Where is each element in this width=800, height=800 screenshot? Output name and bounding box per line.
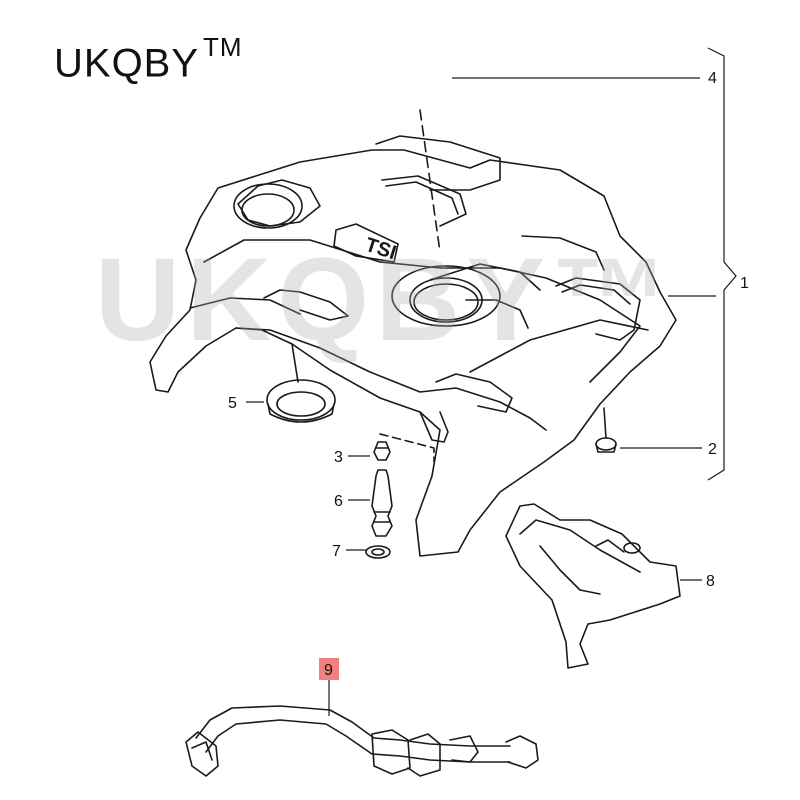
callout-9: 9 xyxy=(324,662,333,679)
callout-4: 4 xyxy=(708,70,717,87)
breather-hose xyxy=(185,705,539,777)
leader-line-4-dashed xyxy=(419,109,441,253)
callout-1: 1 xyxy=(740,275,749,292)
grommet-ring xyxy=(266,379,336,423)
washer-7 xyxy=(365,545,391,559)
highlight-box-9 xyxy=(319,658,339,680)
callout-7: 7 xyxy=(332,543,341,560)
tsi-emblem-text: TSI xyxy=(362,234,398,265)
engine-cover xyxy=(149,135,677,557)
leader-line-2-drop xyxy=(603,407,607,439)
callout-3: 3 xyxy=(334,449,343,466)
callout-5: 5 xyxy=(228,395,237,412)
rubber-grommet xyxy=(595,437,617,453)
cover-bracket xyxy=(505,503,681,669)
brand-name: UKQBY xyxy=(54,41,200,86)
leader-line-3-dashed xyxy=(379,433,435,463)
callout-8: 8 xyxy=(706,573,715,590)
leader-line-5-drop xyxy=(291,343,299,383)
callout-2: 2 xyxy=(708,441,717,458)
brand-trademark: TM xyxy=(203,32,243,62)
fastener-3 xyxy=(373,441,391,461)
fastener-6 xyxy=(371,469,393,537)
callout-6: 6 xyxy=(334,493,343,510)
assembly-bracket xyxy=(707,47,737,481)
